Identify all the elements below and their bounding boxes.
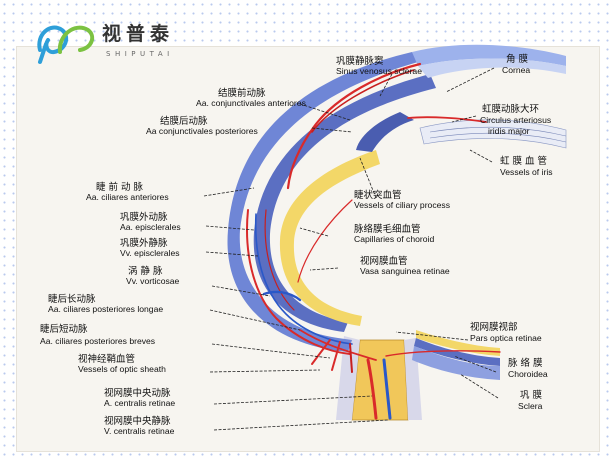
label-long-post-en: Aa. ciliares posteriores longae: [48, 304, 163, 314]
label-sclera-cn: 巩 膜: [520, 390, 543, 401]
eye-wall-section: [227, 44, 567, 421]
label-conj-post-en: Aa conjunctivales posteriores: [146, 126, 258, 136]
label-vorticosae-en: Vv. vorticosae: [126, 276, 180, 286]
label-ciliary-process-cn: 睫状突血管: [354, 189, 402, 201]
label-circulus-en1: Circulus arteriosus: [480, 115, 551, 125]
label-cornea-cn: 角 膜: [506, 53, 529, 65]
label-v-centralis-en: V. centralis retinae: [104, 426, 175, 436]
label-a-centralis-en: A. centralis retinae: [104, 398, 175, 408]
label-optic-sheath-en: Vessels of optic sheath: [78, 364, 166, 374]
label-pars-optica-cn: 视网膜视部: [470, 321, 518, 333]
sclera-layer: [227, 52, 418, 352]
leader-lines: [203, 67, 499, 431]
label-circulus-en2: iridis major: [488, 126, 530, 136]
retina-layer: [279, 150, 380, 326]
label-vessels-iris-cn: 虹 膜 血 管: [500, 155, 547, 167]
label-ciliary-process-en: Vessels of ciliary process: [354, 200, 450, 210]
blood-vessels: [246, 62, 501, 420]
label-long-post-cn: 睫后长动脉: [48, 293, 96, 305]
label-ciliares-ant-cn: 睫 前 动 脉: [96, 181, 144, 193]
label-optic-sheath-cn: 视神经鞘血管: [78, 353, 135, 365]
label-sclera-en: Sclera: [518, 401, 543, 411]
label-vorticosae-cn: 涡 静 脉: [128, 265, 163, 277]
label-sanguinea-en: Vasa sanguinea retinae: [360, 266, 450, 276]
shiputai-logo: 视普泰 SHIPUTAI: [37, 22, 174, 64]
label-short-post-en: Aa. ciliares posteriores breves: [40, 336, 155, 346]
label-choroidea-en: Choroidea: [508, 369, 548, 379]
label-conj-post-cn: 结膜后动脉: [160, 115, 208, 127]
label-sinus-venosus-en: Sinus venosus sclerae: [336, 66, 422, 76]
label-pars-optica-en: Pars optica retinae: [470, 333, 542, 343]
logo-mark-icon: [37, 25, 69, 55]
labels: 巩膜静脉窦 Sinus venosus sclerae 角 膜 Cornea 结…: [40, 53, 553, 436]
label-short-post-cn: 睫后短动脉: [40, 323, 88, 335]
label-conj-ant-cn: 结膜前动脉: [218, 87, 266, 99]
label-cornea-en: Cornea: [502, 65, 530, 75]
label-ciliares-ant-en: Aa. ciliares anteriores: [86, 192, 169, 202]
label-episclerales-a-en: Aa. episclerales: [120, 222, 181, 232]
label-episclerales-v-en: Vv. episclerales: [120, 248, 180, 258]
label-choroidea-cn: 脉 络 膜: [508, 357, 543, 369]
optic-nerve: [351, 339, 409, 421]
label-conj-ant-en: Aa. conjunctivales anteriores: [196, 98, 306, 108]
label-capillaries-en: Capillaries of choroid: [354, 234, 434, 244]
label-a-centralis-cn: 视网膜中央动脉: [104, 387, 171, 399]
label-episclerales-v-cn: 巩膜外静脉: [120, 237, 168, 249]
label-circulus-cn: 虹膜动脉大环: [482, 103, 539, 115]
cornea-shape: [412, 44, 566, 66]
label-episclerales-a-cn: 巩膜外动脉: [120, 211, 168, 223]
label-sinus-venosus-cn: 巩膜静脉窦: [336, 55, 384, 67]
illustration-panel: [16, 46, 600, 452]
label-v-centralis-cn: 视网膜中央静脉: [104, 415, 171, 427]
label-vessels-iris-en: Vessels of iris: [500, 167, 553, 177]
label-capillaries-cn: 脉络膜毛细血管: [354, 223, 421, 235]
logo-name: 视普泰: [102, 22, 174, 45]
logo-subtitle: SHIPUTAI: [106, 50, 174, 58]
label-sanguinea-cn: 视网膜血管: [360, 255, 408, 267]
